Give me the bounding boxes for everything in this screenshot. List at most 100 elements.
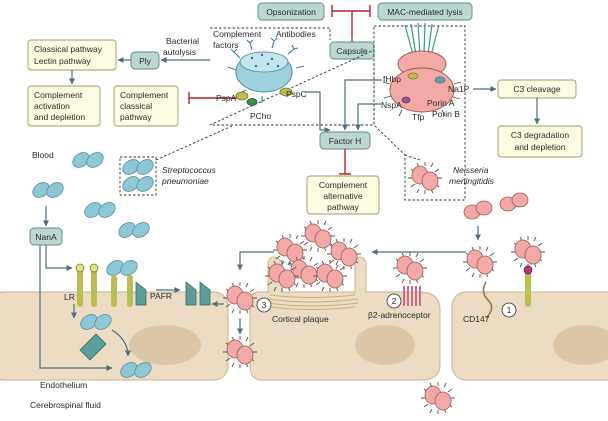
capsule-inhibits-opsonization (331, 5, 353, 42)
pafr-receptors (135, 281, 211, 306)
pneumo-species-1: Streptococcus (162, 165, 217, 175)
opsonization-label: Opsonization (266, 7, 316, 17)
nm-adhered-right (510, 235, 546, 269)
neisseria-species-2: meningitidis (449, 176, 495, 186)
nm-blood-1 (463, 200, 493, 220)
mac-lysis-label: MAC-mediated lysis (387, 7, 463, 17)
pspa-protein (235, 91, 249, 101)
complement-factors-2: factors (213, 40, 239, 50)
cortical-plaque-label: Cortical plaque (272, 314, 329, 324)
c3-degradation-label-2: and depletion (514, 142, 565, 152)
cpc-label-2: classical (120, 101, 152, 111)
neisseria-legend-leader (404, 154, 421, 161)
alt-pathway-label-3: pathway (327, 202, 359, 212)
lr-label: LR (64, 292, 75, 302)
pneumo-legend-box (119, 156, 157, 196)
pneumo-blood-4 (115, 219, 153, 241)
mac-lysis-box (377, 2, 473, 21)
nana-to-lr-arrow (45, 245, 73, 271)
nana-to-csf-arrow (39, 245, 113, 371)
meningococcus-illustration (382, 22, 462, 117)
complement-classical-box (113, 85, 179, 127)
plaque-to-left-arrow (237, 251, 274, 271)
endothelium-layer (0, 256, 608, 381)
blood-label: Blood (32, 150, 54, 160)
step1-label: 1 (507, 305, 512, 315)
nm-csf (420, 381, 456, 415)
alternative-pathway-box (306, 175, 380, 215)
cortical-plaque-cluster (264, 219, 362, 293)
pneumo-blood-1 (69, 149, 107, 171)
nm-adhered-b2 (392, 251, 428, 285)
c3-degradation-label-1: C3 degradation (511, 130, 569, 140)
capsule-label: Capsule (336, 46, 367, 56)
factorh-inhibits-alternative (339, 149, 351, 175)
opsonization-box (257, 2, 325, 21)
pneumo-species-2: pneumoniae (161, 176, 209, 186)
activation-label-2: activation (34, 101, 70, 111)
internalization-arrow (111, 329, 131, 357)
csf-label: Cerebrospinal fluid (30, 400, 101, 410)
step3-label: 3 (262, 300, 267, 310)
pspa-inhibits-classical (188, 92, 238, 104)
capsule-inhibits-mac (352, 5, 371, 17)
pspc-label: PspC (286, 89, 307, 99)
porin-a-label: Porin A (427, 98, 455, 108)
nm-adhered-cd147 (462, 245, 498, 279)
lectin-pathway-label: Lectin pathway (34, 56, 91, 66)
pneumo-legend-icon-b (119, 173, 157, 195)
step1-marker (501, 302, 517, 318)
bacterial-autolysis-1: Bacterial (166, 36, 199, 46)
ply-label: Ply (139, 56, 152, 66)
bacterial-autolysis-2: autolysis (163, 47, 196, 57)
na1p-label: Na1P (448, 84, 470, 94)
nm-blood-2 (499, 192, 529, 212)
nucleus-middle (355, 325, 415, 365)
activation-label-3: and depletion (34, 112, 85, 122)
complement-factors-1: Complement (213, 29, 262, 39)
pneumococcus-illustration (227, 37, 305, 106)
pcho-label: PCho (250, 111, 272, 121)
lr-receptors (75, 257, 141, 307)
step2-marker (386, 293, 402, 309)
factor-h-label: Factor H (329, 136, 362, 146)
nspa-label: NspA (381, 100, 402, 110)
porin-b-label: Porin B (432, 109, 460, 119)
pneumo-legend-icon-a (119, 156, 157, 178)
neisseria-legend-icon (407, 161, 443, 195)
alt-pathway-label-1: Complement (319, 180, 368, 190)
tfp-label: Tfp (412, 112, 425, 122)
neisseria-panel-border (373, 25, 466, 201)
nucleus-left (129, 325, 201, 365)
fhbp-to-factorh-arrow (342, 79, 382, 131)
nucleus-right (553, 325, 608, 365)
nspa-to-factorh-arrow (355, 103, 381, 131)
pafr-internalized (79, 333, 107, 361)
pspa-label: PspA (216, 93, 237, 103)
b2-label: β2-adrenoceptor (368, 310, 431, 320)
nana-label: NanA (35, 232, 57, 242)
pneumo-blood-2 (29, 179, 67, 201)
cortical-plaque-lines (267, 294, 359, 310)
complement-activation-box (27, 85, 101, 127)
cpc-label-1: Complement (120, 90, 169, 100)
pcho-molecule (246, 98, 258, 106)
fhbp-label: fHbp (383, 74, 401, 84)
b2-receptor (403, 286, 421, 306)
cpc-label-3: pathway (120, 112, 152, 122)
neisseria-species-1: Neisseria (453, 165, 489, 175)
alt-pathway-label-2: alternative (323, 191, 362, 201)
c3-cleavage-label: C3 cleavage (513, 84, 561, 94)
pafr-label: PAFR (150, 291, 172, 301)
cd147-receptor (482, 281, 493, 319)
step3-marker (256, 297, 272, 313)
classical-pathway-label: Classical pathway (34, 44, 103, 54)
antibodies-label: Antibodies (276, 29, 316, 39)
endothelium-label: Endothelium (40, 380, 87, 390)
c3-degradation-box (497, 125, 583, 158)
step2-label: 2 (392, 296, 397, 306)
activation-label-1: Complement (34, 90, 83, 100)
pspc-protein (279, 87, 293, 97)
pneumo-blood-3 (81, 199, 119, 221)
